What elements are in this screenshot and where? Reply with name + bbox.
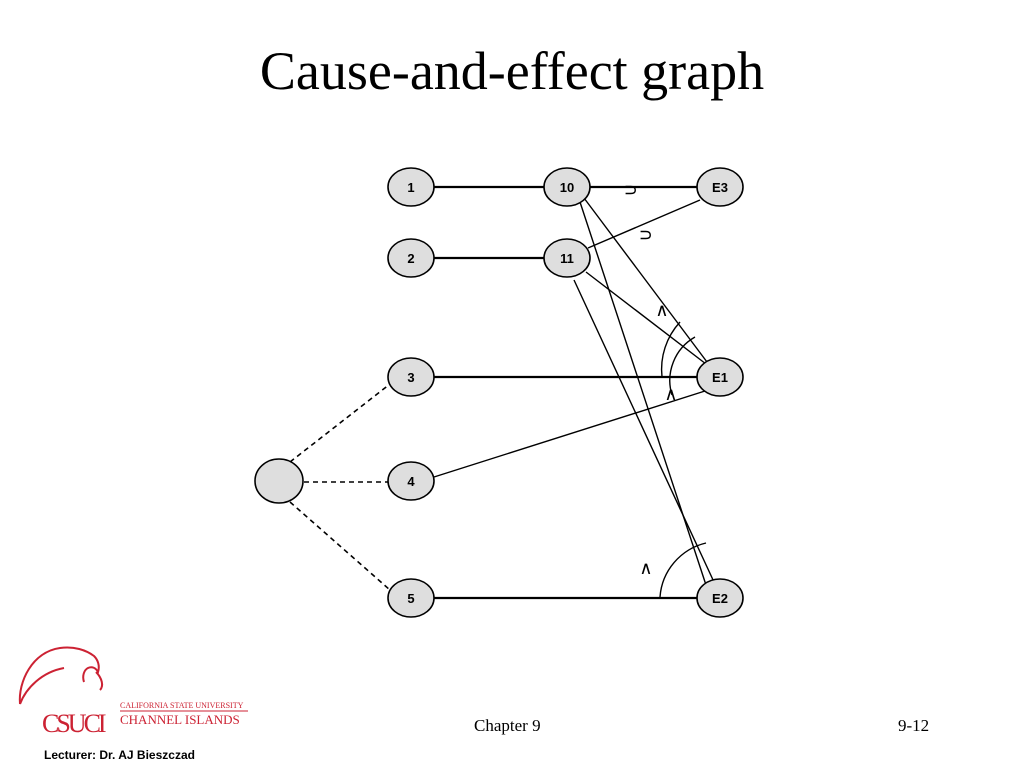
logo-campus-line: CHANNEL ISLANDS — [120, 712, 240, 727]
node-10-label: 10 — [560, 180, 574, 195]
node-4 — [387, 461, 435, 501]
node-e1-label: E1 — [712, 370, 728, 385]
node-constraint — [254, 458, 304, 504]
and-symbol-e1-top: ∧ — [655, 300, 668, 320]
arc-e2 — [659, 542, 707, 598]
dashed-edges — [289, 383, 391, 591]
footer-chapter: Chapter 9 — [474, 716, 541, 735]
node-5 — [387, 578, 435, 618]
edge-11-e2 — [573, 279, 715, 583]
logo-university-line: CALIFORNIA STATE UNIVERSITY — [120, 701, 244, 710]
node-3-label: 3 — [407, 370, 414, 385]
node-1-label: 1 — [407, 180, 414, 195]
dashed-edge-3 — [289, 383, 391, 463]
node-4-label: 4 — [407, 474, 415, 489]
node-e3 — [696, 167, 744, 207]
and-symbol-e2: ∧ — [639, 558, 652, 578]
node-e2-label: E2 — [712, 591, 728, 606]
footer-lecturer: Lecturer: Dr. AJ Bieszczad — [44, 748, 195, 762]
edge-11-e3 — [587, 199, 701, 249]
edge-10-e1 — [583, 197, 708, 363]
node-e2 — [696, 578, 744, 618]
logo-initials: CSUCI — [42, 709, 106, 738]
node-3 — [387, 357, 435, 397]
solid-edges — [434, 185, 697, 600]
slide-title: Cause-and-effect graph — [259, 41, 765, 101]
node-11-label: 11 — [560, 251, 574, 266]
node-1 — [387, 167, 435, 207]
edge-11-e1 — [585, 271, 707, 365]
node-10 — [543, 167, 591, 207]
node-2-label: 2 — [407, 251, 414, 266]
arc-e1-outer — [660, 321, 681, 378]
thin-edges — [433, 197, 715, 598]
edge-10-e2 — [579, 201, 707, 586]
or-symbol-1: ∪ — [620, 183, 640, 196]
dashed-edge-5 — [289, 501, 391, 591]
and-symbol-e1-bottom: ∧ — [664, 384, 677, 404]
node-e1 — [696, 357, 744, 397]
dolphin-icon — [18, 646, 104, 705]
footer-page-number: 9-12 — [898, 716, 930, 735]
node-e3-label: E3 — [712, 180, 728, 195]
node-5-label: 5 — [407, 591, 414, 606]
nodes — [254, 167, 744, 618]
node-2 — [387, 238, 435, 278]
node-11 — [543, 238, 591, 278]
or-symbol-2: ∪ — [635, 228, 655, 241]
university-logo: CSUCI CALIFORNIA STATE UNIVERSITY CHANNE… — [18, 646, 248, 738]
arc-e1-inner — [669, 336, 696, 396]
edge-4-e1 — [433, 390, 706, 478]
